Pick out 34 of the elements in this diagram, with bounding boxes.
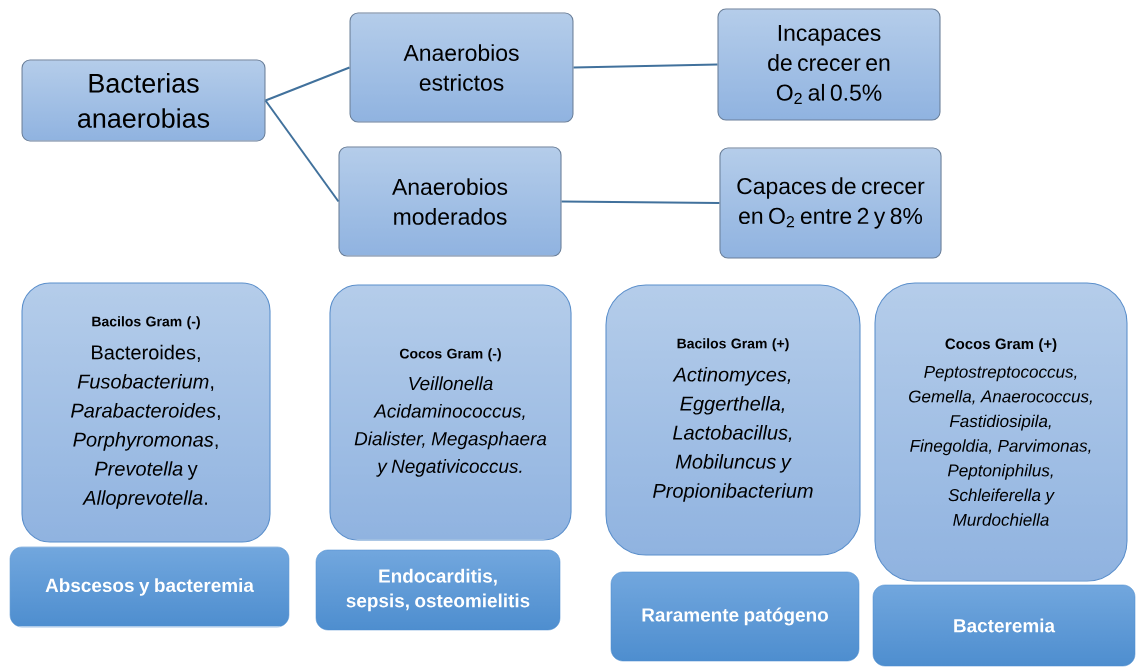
category-box xyxy=(338,146,562,257)
box-label: Incapaces de crecer en O$_{2}$ al 0.5% xyxy=(768,25,890,104)
result-box xyxy=(9,546,290,628)
category-box xyxy=(21,59,266,142)
box-label: Raramente patógeno xyxy=(642,607,828,626)
rounded-box xyxy=(605,284,861,556)
connector-line xyxy=(572,63,719,69)
box-heading: Bacilos Gram (-) xyxy=(92,316,200,330)
connector-line xyxy=(264,99,340,203)
box-label: Anaerobios moderados xyxy=(392,178,508,225)
category-box xyxy=(719,147,942,259)
box-label: Endocarditis, sepsis, osteomielitis xyxy=(346,568,530,612)
box-heading: Bacilos Gram (+) xyxy=(677,338,789,352)
box-label: Bacteremia xyxy=(954,618,1056,633)
rounded-box xyxy=(874,282,1128,582)
genus-list: Peptostreptococcus, Gemella, Anaerococcus, Fastidiosipila, Finegoldia, Parvimonas, Peptoniphilus, Schleiferella y Murdochiella xyxy=(909,365,1092,526)
box-label: Abscesos y bacteremia xyxy=(45,578,254,596)
result-box xyxy=(315,549,561,631)
category-box xyxy=(349,12,574,123)
result-box xyxy=(610,571,860,662)
genus-list: Veillonella Acidaminococcus, Dialister, Megasphaera y Negativicoccus. xyxy=(354,376,547,477)
genus-list: Bacteroides, Fusobacterium, Parabacteroides, Porphyromonas, Prevotella y Alloprevotella. xyxy=(71,344,220,509)
box-label: Bacterias anaerobias xyxy=(78,73,210,128)
genus-list: Actinomyces, Eggerthella, Lactobacillus, Mobiluncus y Propionibacterium xyxy=(653,366,813,502)
box-heading: Cocos Gram (+) xyxy=(945,338,1057,353)
box-label: Capaces de crecer en O$_{2}$ entre 2 y 8% xyxy=(737,177,925,229)
box-label: Anaerobios estrictos xyxy=(403,44,519,91)
connector-line xyxy=(264,66,351,102)
rounded-box xyxy=(329,284,572,541)
connector-line xyxy=(560,200,721,204)
box-heading: Cocos Gram (-) xyxy=(399,348,501,362)
category-box xyxy=(717,8,941,121)
result-box xyxy=(872,584,1136,667)
rounded-box xyxy=(21,282,271,543)
